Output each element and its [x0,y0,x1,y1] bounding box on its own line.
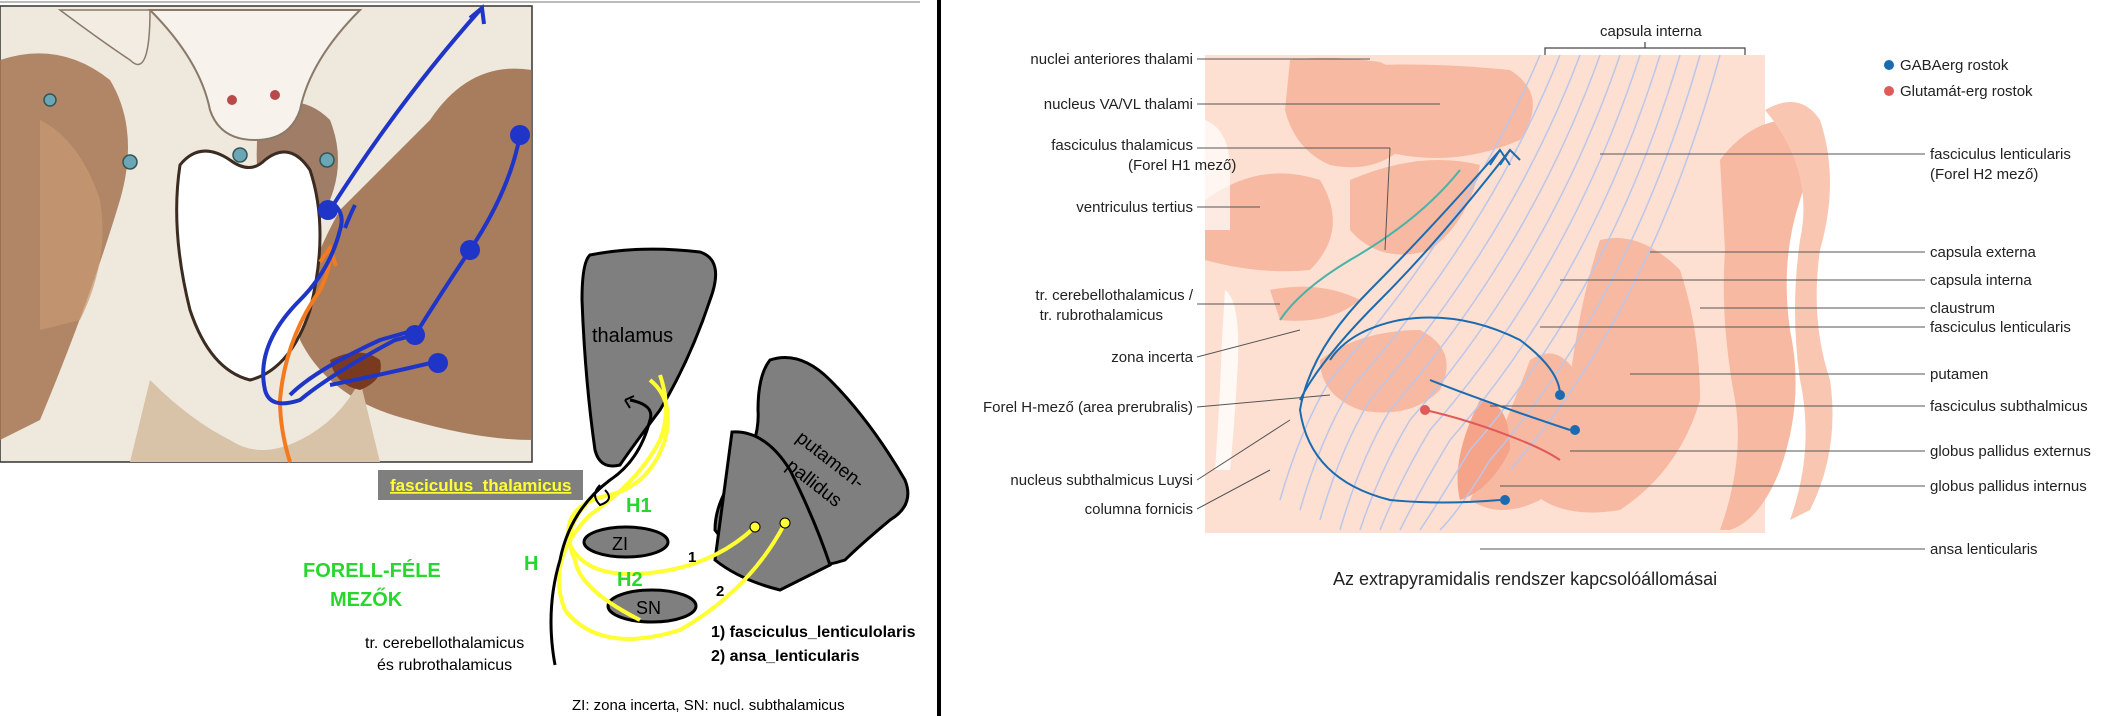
zi-label: ZI [612,534,628,554]
label-forel-h2: (Forel H2 mező) [1930,166,2038,183]
label-fasciculus-thalamicus: fasciculus thalamicus [1051,137,1193,154]
label-nuclei-anteriores: nuclei anteriores thalami [1030,51,1193,68]
right-panel: capsula interna GABAerg rostok Glutamát-… [983,23,2091,589]
label-fasciculus-subthalmicus: fasciculus subthalmicus [1930,398,2088,415]
h-label: H [524,553,538,575]
thalamus-shape [580,247,718,468]
figure-caption: Az extrapyramidalis rendszer kapcsolóáll… [1333,569,1717,589]
sn-label: SN [636,598,661,618]
label-columna-fornicis: columna fornicis [1085,501,1193,518]
legend-glutamate: Glutamát-erg rostok [1900,83,2033,100]
label-globus-pallidus-internus: globus pallidus internus [1930,478,2087,495]
histology-section [0,4,533,463]
label-nucleus-subthalmicus: nucleus subthalmicus Luysi [1010,472,1193,489]
capsula-interna-top: capsula interna [1600,23,1702,40]
left-panel: thalamus putamen- pallidus ZI SN fascicu… [0,1,920,714]
footnote: ZI: zona incerta, SN: nucl. subthalamicu… [572,697,845,714]
thalamus-label: thalamus [592,325,673,347]
label-fasciculus-lenticularis: fasciculus lenticularis [1930,319,2071,336]
gaba-fibers [1298,149,1571,504]
tract-label-1: tr. cerebellothalamicus [365,635,524,652]
label-claustrum: claustrum [1930,300,1995,317]
panel-divider [937,0,941,716]
forell-title-2: MEZŐK [330,588,403,611]
label-ansa-lenticularis: ansa lenticularis [1930,541,2038,558]
label-capsula-externa: capsula externa [1930,244,2037,261]
legend: GABAerg rostok Glutamát-erg rostok [1884,57,2033,100]
capsula-interna-fibers [1279,54,1721,531]
label-tr-rubrothalamicus: tr. rubrothalamicus [1040,307,1163,324]
tract-line [549,398,653,666]
fasciculus-thalamicus-box [378,470,583,500]
legend-1: 1) fasciculus_lenticulolaris [711,624,916,641]
h1-label: H1 [626,495,652,517]
label-forel-h-mezo: Forel H-mező (area prerubralis) [983,399,1193,416]
label-globus-pallidus-externus: globus pallidus externus [1930,443,2091,460]
label-putamen: putamen [1930,366,1988,383]
label-fasciculus-lenticularis-h2: fasciculus lenticularis [1930,146,2071,163]
tract-label-2: és rubrothalamicus [377,657,512,674]
fiber-1-label: 1 [688,549,696,566]
forell-title-1: FORELL-FÉLE [303,559,441,582]
label-tr-cerebellothalamicus: tr. cerebellothalamicus / [1035,287,1193,304]
label-zona-incerta: zona incerta [1111,349,1193,366]
legend-2: 2) ansa_lenticularis [711,648,860,665]
legend-gaba: GABAerg rostok [1900,57,2009,74]
label-nucleus-va-vl: nucleus VA/VL thalami [1044,96,1193,113]
putamen-pallidus-shape [713,356,910,592]
h2-label: H2 [617,569,643,591]
zi-shape [582,525,670,559]
fiber-2-label: 2 [716,583,724,600]
fasciculus-thalamicus-text: fasciculus thalamicus [390,476,571,495]
label-capsula-interna: capsula interna [1930,272,2032,289]
label-ventriculus-tertius: ventriculus tertius [1076,199,1193,216]
label-forel-h1: (Forel H1 mező) [1128,157,1236,174]
